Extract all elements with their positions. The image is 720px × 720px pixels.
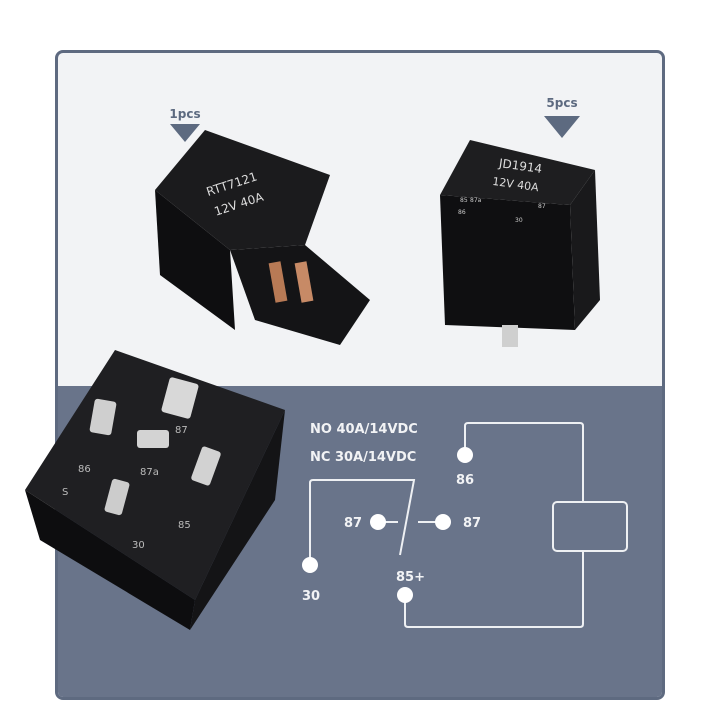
- terminal-30: [302, 557, 318, 573]
- terminal-85: [397, 587, 413, 603]
- label-86: 86: [456, 473, 474, 488]
- terminal-87-left: [370, 514, 386, 530]
- relay-right-pin: 87: [538, 203, 546, 210]
- coil-wire-bottom: [404, 551, 584, 628]
- terminal-86: [457, 447, 473, 463]
- coil-wire-top: [464, 422, 584, 502]
- pointer-right-icon: [544, 116, 580, 138]
- switch-wire: [309, 479, 416, 565]
- relay-right-pin: 86: [458, 209, 466, 216]
- terminal-87-right: [435, 514, 451, 530]
- relay-bottom-pin: S: [62, 487, 68, 498]
- relay-bottom-pin: 85: [178, 520, 191, 531]
- relay-bottom-pin: 86: [78, 464, 91, 475]
- relay-right-rating: 12V 40A: [492, 175, 540, 194]
- relay-rtt7121: RTT7121 12V 40A: [155, 130, 370, 345]
- label-87-left: 87: [344, 516, 362, 531]
- label-87-right: 87: [463, 516, 481, 531]
- relay-right-pin: 30: [515, 217, 523, 224]
- relay-jd1914: JD1914 12V 40A 85 87a 86 87 30: [440, 140, 600, 347]
- coil-box: [552, 501, 628, 552]
- relay-right-model: JD1914: [497, 156, 543, 176]
- spec-nc: NC 30A/14VDC: [310, 450, 416, 465]
- qty-right: 5pcs: [546, 96, 577, 110]
- qty-left: 1pcs: [169, 107, 200, 121]
- relay-bottom-pin: 87a: [140, 467, 159, 478]
- relay-bottom-pin: 30: [132, 540, 145, 551]
- label-30: 30: [302, 589, 320, 604]
- relay-bottom-pin: 87: [175, 425, 188, 436]
- relay-bottom-view: 87 86 87a S 85 30: [25, 350, 285, 630]
- pointer-left-icon: [170, 124, 200, 142]
- relay-right-pin: 85: [460, 197, 468, 204]
- relay-right-pin: 87a: [470, 197, 482, 204]
- spec-no: NO 40A/14VDC: [310, 422, 418, 437]
- label-85: 85+: [396, 570, 425, 585]
- wiring-schematic: [309, 422, 628, 628]
- terminals: [302, 447, 473, 603]
